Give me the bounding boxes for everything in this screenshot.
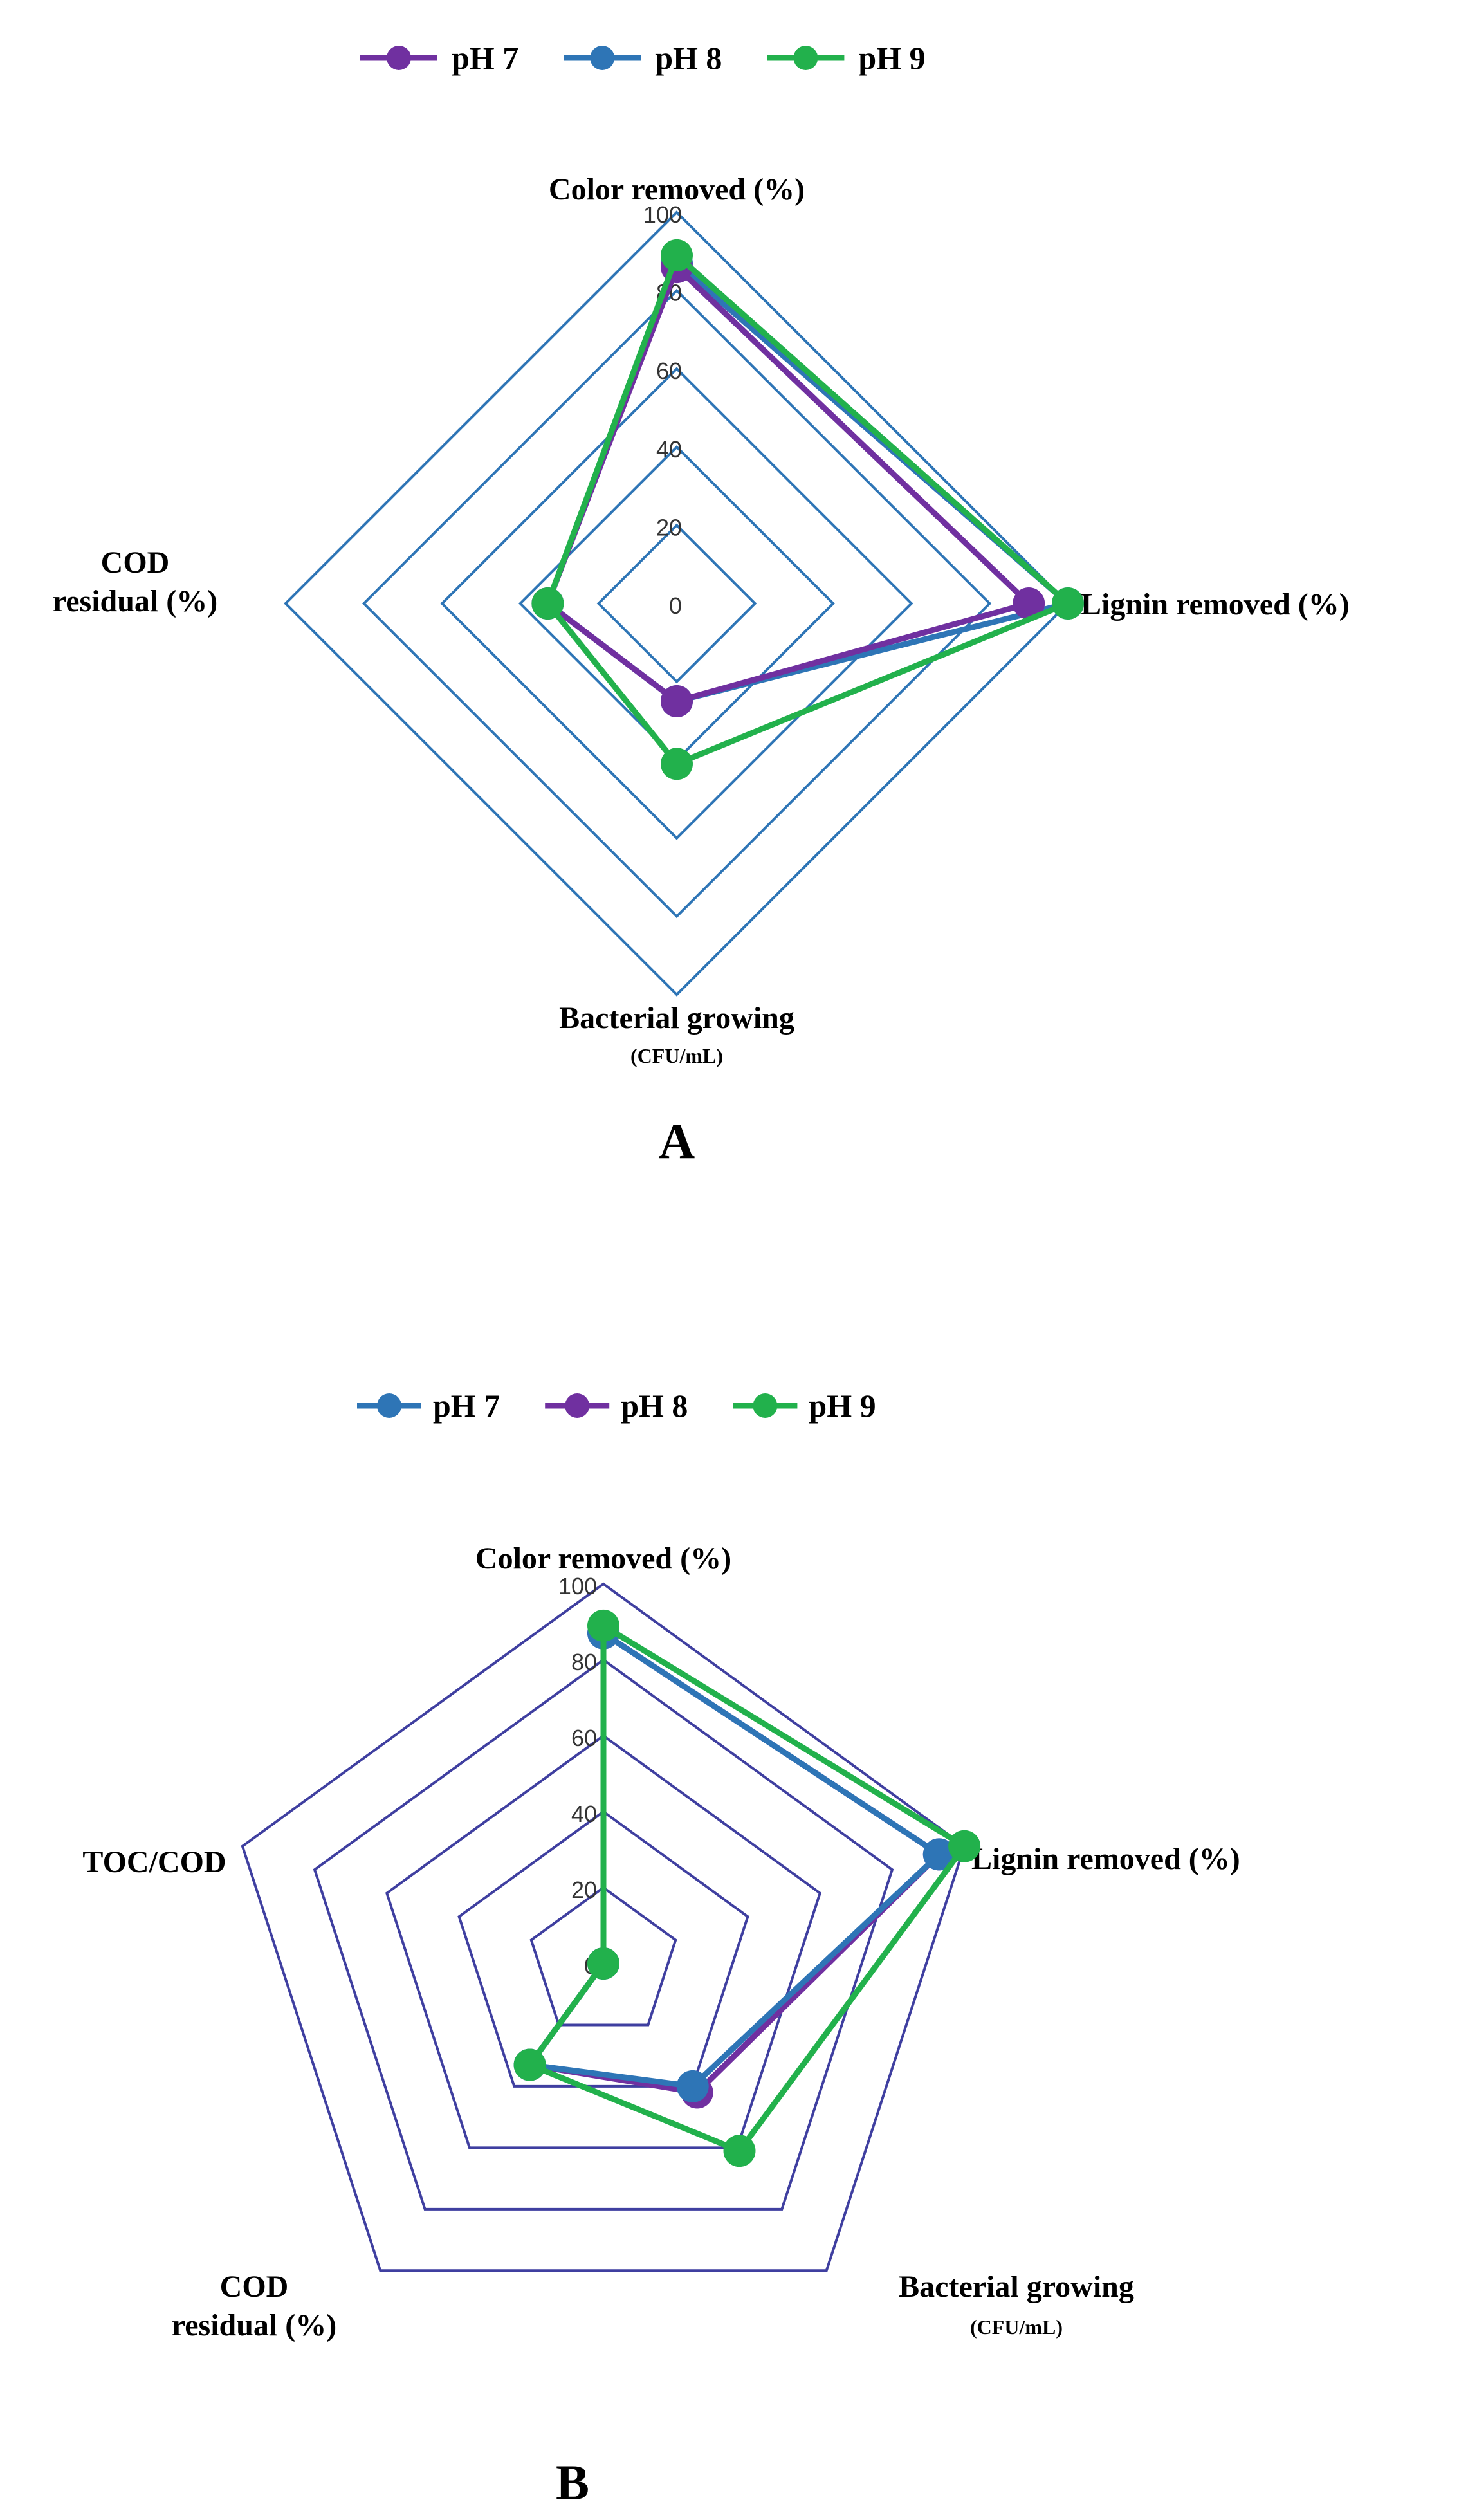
legend-marker — [753, 1393, 778, 1418]
legend-item: pH 8 — [545, 1388, 688, 1424]
axis-label: Lignin removed (%) — [971, 1842, 1240, 1876]
legend-label: pH 9 — [809, 1388, 876, 1424]
grid-ring — [596, 523, 757, 684]
series-ph-9 — [513, 1609, 981, 2167]
axis-label: COD — [220, 2270, 289, 2304]
grid-ring — [385, 1734, 822, 2149]
tick-label: 40 — [656, 436, 682, 463]
data-point — [1052, 587, 1084, 620]
legend-item: pH 7 — [357, 1388, 500, 1424]
axis-label: Lignin removed (%) — [1081, 587, 1350, 621]
tick-label: 0 — [669, 593, 682, 619]
axis-label: Bacterial growing — [559, 1001, 794, 1035]
series-line — [544, 252, 1071, 767]
legend: pH 7 pH 8 pH 9 — [357, 1388, 876, 1424]
legend-item: pH 9 — [767, 40, 926, 76]
axis-label-unit: (CFU/mL) — [970, 2315, 1063, 2339]
data-point — [922, 1838, 955, 1871]
series-ph-7 — [513, 1617, 955, 2102]
grid-ring — [362, 288, 992, 919]
data-point — [531, 587, 564, 620]
grid-ring — [241, 1582, 966, 2272]
grid-ring — [313, 1658, 894, 2211]
axis-label: Color removed (%) — [475, 1541, 731, 1576]
tick-label: 80 — [571, 1649, 597, 1675]
legend-marker — [793, 46, 818, 70]
series-line — [527, 1623, 968, 2154]
data-point — [661, 239, 693, 271]
legend-label: pH 9 — [858, 40, 925, 76]
tick-label: 100 — [643, 201, 682, 228]
data-point — [676, 2070, 709, 2102]
legend-marker — [377, 1393, 401, 1418]
data-point — [661, 748, 693, 780]
tick-label: 20 — [656, 514, 682, 540]
axis-label: Bacterial growing — [899, 2270, 1134, 2304]
legend-marker — [387, 46, 411, 70]
legend-item: pH 9 — [733, 1388, 876, 1424]
grid-ring — [440, 367, 913, 840]
series-ph-8 — [513, 1617, 955, 2109]
legend-label: pH 8 — [655, 40, 722, 76]
data-point — [661, 685, 693, 717]
axis-label-unit: (CFU/mL) — [630, 1044, 723, 1067]
data-point — [948, 1830, 981, 1862]
axis-label: residual (%) — [172, 2308, 336, 2342]
series-line — [527, 1630, 942, 2095]
axis-label: TOC/COD — [82, 1845, 226, 1879]
legend: pH 7 pH 8 pH 9 — [360, 40, 926, 76]
legend-label: pH 7 — [452, 40, 518, 76]
legend-label: pH 7 — [433, 1388, 500, 1424]
axis-label: residual (%) — [53, 584, 217, 618]
data-point — [513, 2048, 546, 2081]
data-point — [1013, 587, 1045, 620]
axis-label: COD — [101, 546, 170, 580]
legend-marker — [565, 1393, 590, 1418]
legend-marker — [590, 46, 615, 70]
legend-label: pH 8 — [621, 1388, 688, 1424]
axis-label: Color removed (%) — [549, 172, 805, 207]
tick-label: 60 — [571, 1725, 597, 1751]
grid-ring — [284, 210, 1070, 997]
tick-label: 40 — [571, 1801, 597, 1827]
series-ph-9 — [531, 239, 1084, 780]
data-point — [587, 1947, 619, 1980]
grid-ring — [457, 1810, 749, 2088]
legend-item: pH 7 — [360, 40, 518, 76]
panel-label: B — [556, 2454, 589, 2510]
tick-label: 100 — [558, 1573, 597, 1599]
tick-label: 20 — [571, 1877, 597, 1903]
panel-label: A — [659, 1113, 695, 1169]
data-point — [723, 2135, 756, 2167]
tick-label: 60 — [656, 358, 682, 384]
legend-item: pH 8 — [564, 40, 722, 76]
grid-ring — [529, 1886, 677, 2027]
data-point — [587, 1609, 619, 1642]
series-ph-8 — [531, 247, 1084, 717]
